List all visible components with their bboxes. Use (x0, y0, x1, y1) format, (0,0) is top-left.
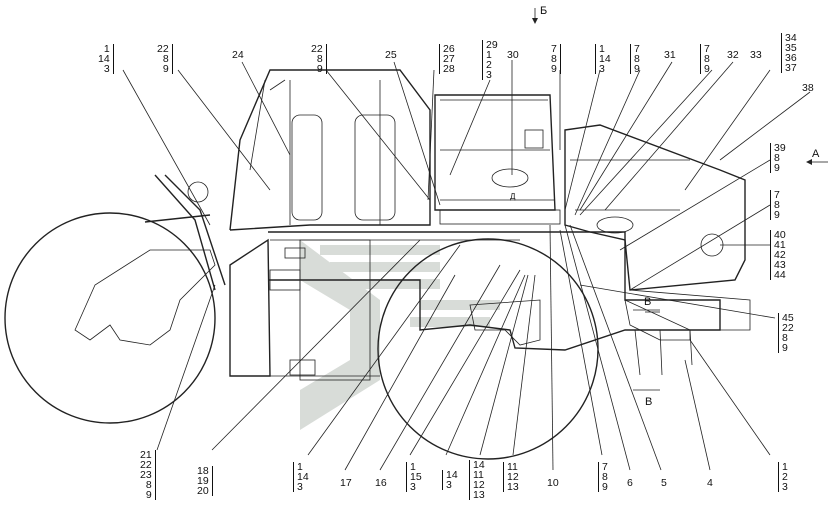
main-frame (229, 238, 271, 377)
cab (434, 94, 556, 211)
callout-1-15-3: 1 15 3 (406, 462, 422, 492)
callout-7-8-9-e: 7 8 9 (598, 462, 608, 492)
callout-14-3: 14 3 (442, 470, 458, 490)
callout-1-2-3: 1 2 3 (778, 462, 788, 492)
rear-roller-hub (74, 249, 216, 346)
callout-30: 30 (507, 49, 519, 61)
callout-7-8-9-a: 7 8 9 (551, 44, 561, 74)
view-a-marker: A (812, 148, 820, 160)
callout-29-1-2-3: 29 1 2 3 (482, 40, 498, 80)
callout-40-44: 40 41 42 43 44 (770, 230, 786, 280)
callout-6: 6 (627, 477, 633, 489)
drawbar (144, 174, 226, 291)
callout-17: 17 (340, 477, 352, 489)
callout-1-14-3-a: 1 14 3 (98, 44, 114, 74)
callout-4: 4 (707, 477, 713, 489)
engine-hood (229, 69, 431, 231)
callout-24: 24 (232, 49, 244, 61)
callout-5: 5 (661, 477, 667, 489)
callout-22-8-9-b: 22 8 9 (311, 44, 327, 74)
callout-33: 33 (750, 49, 762, 61)
front-roller-hub (469, 299, 541, 346)
leader-lines (122, 60, 811, 471)
view-b-marker: Б (540, 5, 548, 17)
section-v-bottom-marker: В (645, 396, 653, 408)
callout-25: 25 (385, 49, 397, 61)
callout-7-8-9-c: 7 8 9 (700, 44, 710, 74)
watermark (300, 240, 500, 430)
callout-31: 31 (664, 49, 676, 61)
front-enclosure (564, 124, 746, 291)
callout-39-8-9: 39 8 9 (770, 143, 786, 173)
front-bracket (624, 299, 691, 341)
callout-18-19-20: 18 19 20 (197, 466, 213, 496)
section-v-top-marker: В (644, 296, 652, 308)
callout-21-23-8-9: 21 22 23 8 9 (140, 450, 156, 500)
rear-roller (4, 212, 216, 424)
callout-1-14-3-c: 1 14 3 (293, 462, 309, 492)
callout-22-8-9-a: 22 8 9 (157, 44, 173, 74)
callout-11-12-13: 11 12 13 (503, 462, 519, 492)
view-d-marker: Д (510, 192, 516, 201)
callout-1-14-3-b: 1 14 3 (595, 44, 611, 74)
callout-38: 38 (802, 82, 814, 94)
callout-45-22-8-9: 45 22 8 9 (778, 313, 794, 353)
callout-16: 16 (375, 477, 387, 489)
callout-14-11-12-13: 14 11 12 13 (469, 460, 485, 500)
callout-26-27-28: 26 27 28 (439, 44, 455, 74)
callout-34-37: 34 35 36 37 (781, 33, 797, 73)
callout-32: 32 (727, 49, 739, 61)
callout-7-8-9-d: 7 8 9 (770, 190, 780, 220)
callout-7-8-9-b: 7 8 9 (630, 44, 640, 74)
callout-10: 10 (547, 477, 559, 489)
